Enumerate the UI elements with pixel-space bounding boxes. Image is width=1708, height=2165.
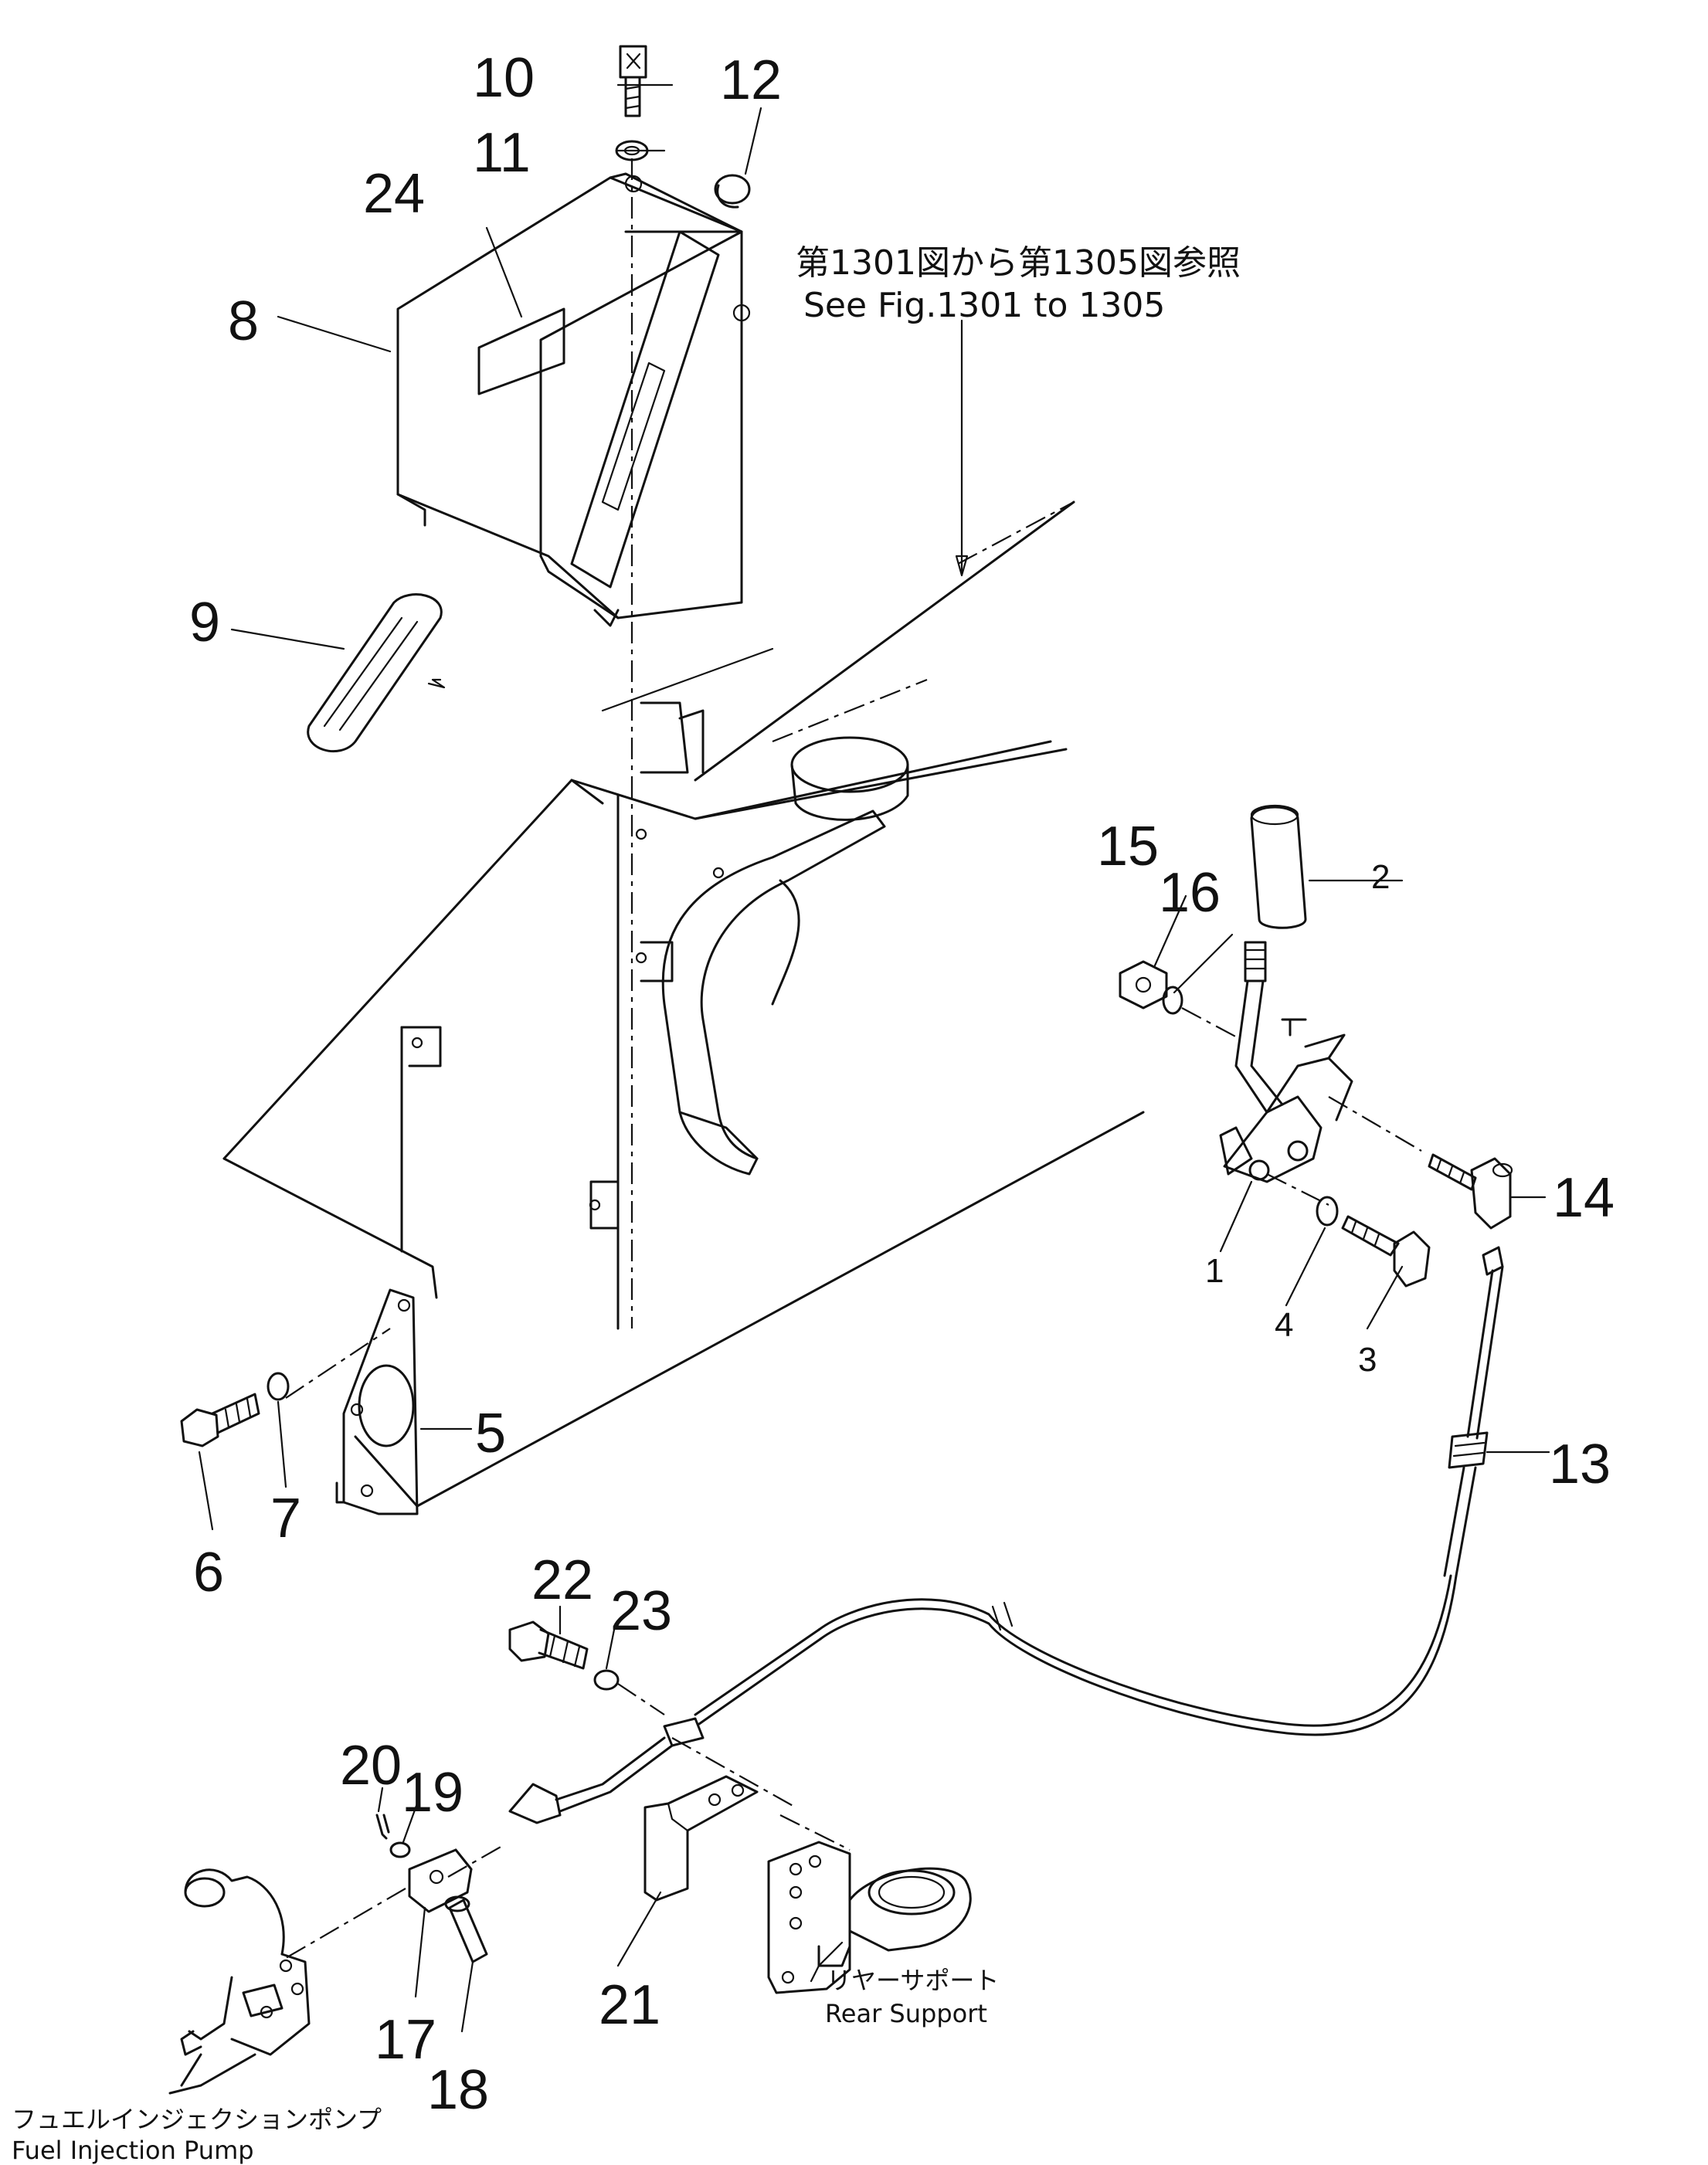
- washer-7: [267, 1372, 290, 1401]
- clip-19: [389, 1841, 411, 1858]
- callout-20: 20: [340, 1735, 402, 1797]
- cotter-20: [375, 1814, 390, 1840]
- callout-11: 11: [473, 122, 531, 184]
- bracket-21: [643, 1775, 759, 1902]
- reference-note-japanese: 第1301図から第1305図参照: [796, 243, 1241, 283]
- centerline-pump: [285, 1888, 406, 1959]
- leader-lines: [198, 83, 1550, 2033]
- fuel-injection-pump-english: Fuel Injection Pump: [12, 2136, 254, 2165]
- callout-4: 4: [1275, 1306, 1293, 1344]
- bolt-6: [180, 1393, 260, 1447]
- washer-23: [593, 1669, 620, 1691]
- rear-support-japanese: リヤーサポート: [827, 1966, 999, 1995]
- callout-12: 12: [720, 49, 782, 111]
- bracket-5: [335, 1288, 419, 1515]
- washer-16: [1162, 986, 1183, 1015]
- callout-22: 22: [531, 1549, 593, 1611]
- control-cable: [508, 1246, 1504, 1824]
- callout-23: 23: [610, 1580, 672, 1642]
- bolt-22: [508, 1620, 589, 1670]
- callouts: 10 11 12 24 8 9 15 16 2 14 1 4 3 13 5 6 …: [189, 47, 1615, 2121]
- callout-8: 8: [228, 290, 259, 352]
- callout-10: 10: [473, 47, 535, 109]
- fuel-injection-pump-japanese: フュエルインジェクションポンプ: [12, 2105, 382, 2134]
- callout-7: 7: [270, 1488, 301, 1549]
- bolt-14: [1428, 1153, 1513, 1230]
- decal: [477, 307, 565, 395]
- centerline-bolt-14: [1328, 1096, 1422, 1152]
- callout-18: 18: [427, 2059, 489, 2121]
- pedal-pad: [307, 593, 446, 753]
- dash-panel-frame: [222, 501, 1145, 1508]
- centerline-bracket-21: [671, 1737, 796, 1808]
- rear-support: [767, 1841, 972, 1994]
- cover: [396, 172, 751, 627]
- reference-note: 第1301図から第1305図参照 See Fig.1301 to 1305: [796, 243, 1241, 325]
- callout-2: 2: [1371, 858, 1390, 896]
- lever-assembly: [1219, 941, 1353, 1183]
- callout-5: 5: [475, 1403, 506, 1464]
- callout-9: 9: [189, 592, 220, 653]
- callout-3: 3: [1358, 1341, 1377, 1379]
- callout-15: 15: [1097, 816, 1159, 877]
- callout-16: 16: [1159, 862, 1221, 924]
- callout-19: 19: [402, 1762, 464, 1824]
- bolt-10: [619, 45, 647, 117]
- callout-17: 17: [375, 2009, 436, 2071]
- centerline-joint: [447, 1845, 503, 1878]
- centerline-rear-support: [779, 1814, 851, 1851]
- plug-12: [714, 174, 751, 209]
- callout-6: 6: [193, 1542, 224, 1603]
- callout-24: 24: [363, 163, 425, 225]
- centerline-cable-bolt: [617, 1683, 665, 1715]
- rear-support-english: Rear Support: [825, 1999, 987, 2028]
- callout-14: 14: [1553, 1167, 1615, 1229]
- reference-note-english: See Fig.1301 to 1305: [803, 286, 1165, 325]
- nut-15: [1119, 960, 1168, 1010]
- centerline-bolt-3: [1266, 1173, 1329, 1206]
- fuel-injection-pump: [168, 1868, 311, 2095]
- washer-4: [1316, 1196, 1339, 1227]
- rear-support-label: リヤーサポート Rear Support: [825, 1966, 999, 2028]
- knob-2: [1250, 804, 1307, 929]
- centerline-lever-bolt: [1181, 1007, 1241, 1040]
- callout-13: 13: [1549, 1434, 1611, 1495]
- callout-21: 21: [599, 1974, 660, 2036]
- pin-18: [444, 1895, 488, 1963]
- joint-17: [408, 1848, 473, 1913]
- fuel-injection-pump-label: フュエルインジェクションポンプ Fuel Injection Pump: [12, 2105, 382, 2165]
- centerline-bracket-bolt: [285, 1328, 391, 1399]
- bolt-3: [1341, 1215, 1431, 1288]
- pedal-arm: [661, 736, 909, 1176]
- callout-1: 1: [1205, 1252, 1224, 1290]
